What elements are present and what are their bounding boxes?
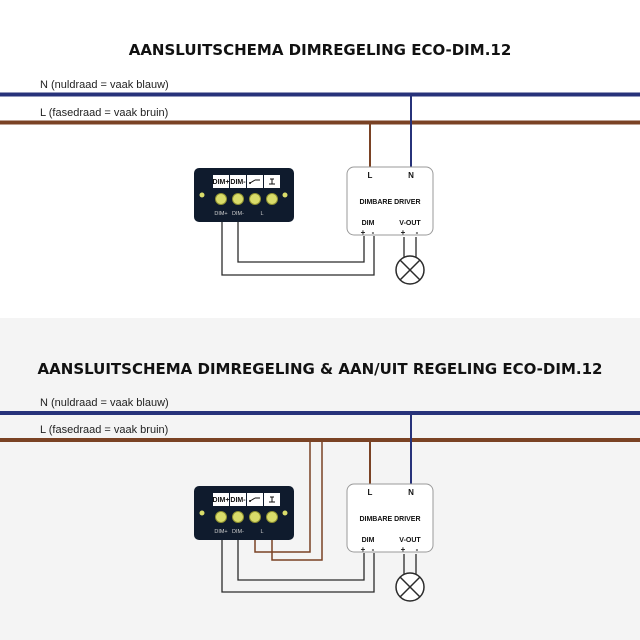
screw-terminal-dim-minus (232, 511, 244, 523)
eco-dim12-module: DIM+ DIM- DIM+ DIM- L (194, 486, 294, 540)
screw-terminal-switch (249, 511, 261, 523)
module-mounting-dot-left (199, 192, 205, 198)
screw-terminal-dim-plus (215, 511, 227, 523)
driver-vout-plus: + (401, 228, 406, 237)
driver-terminal-n: N (408, 488, 414, 497)
driver-dim-label: DIM (362, 537, 375, 544)
driver-vout-minus: - (416, 228, 419, 237)
screw-terminal-pushbutton (266, 511, 278, 523)
lamp-icon (395, 572, 425, 602)
terminal-dim-minus (230, 175, 246, 188)
screw-terminal-pushbutton (266, 193, 278, 205)
diagram-title: AANSLUITSCHEMA DIMREGELING & AAN/UIT REG… (38, 360, 603, 378)
diagram-title: AANSLUITSCHEMA DIMREGELING ECO-DIM.12 (129, 41, 512, 59)
driver-dim-plus: + (361, 228, 366, 237)
dim-plus-control-wire (237, 524, 365, 581)
driver-title: DIMBARE DRIVER (359, 199, 420, 206)
driver-dim-minus: - (372, 545, 375, 554)
screw-terminal-switch (249, 193, 261, 205)
pushbutton-icon (269, 178, 275, 185)
under-label-dim-plus: DIM+ (214, 211, 227, 217)
dim-plus-control-wire (237, 206, 365, 263)
dimmable-driver: L N DIMBARE DRIVER DIM V-OUT + - + - (346, 483, 434, 554)
driver-vout-label: V-OUT (399, 220, 421, 227)
neutral-wire-label: N (nuldraad = vaak blauw) (40, 79, 169, 91)
under-label-l: L (260, 529, 263, 535)
neutral-wire-label: N (nuldraad = vaak blauw) (40, 397, 169, 409)
driver-box (346, 483, 434, 553)
driver-box (346, 166, 434, 236)
terminal-dim-plus (213, 175, 229, 188)
driver-terminal-l: L (368, 488, 373, 497)
diagram-dimming: AANSLUITSCHEMA DIMREGELING ECO-DIM.12 N … (0, 41, 640, 285)
module-mounting-dot-right (282, 192, 288, 198)
driver-terminal-l: L (368, 171, 373, 180)
under-label-dim-minus: DIM- (232, 211, 244, 217)
screw-terminal-dim-minus (232, 193, 244, 205)
terminal-switch (247, 493, 263, 506)
phase-wire-label: L (fasedraad = vaak bruin) (40, 424, 168, 436)
top-panel-background (0, 0, 640, 318)
driver-terminal-n: N (408, 171, 414, 180)
driver-vout-plus: + (401, 545, 406, 554)
module-mounting-dot-right (282, 510, 288, 516)
lamp-icon (395, 255, 425, 285)
switch-icon (249, 497, 260, 502)
dim-minus-control-wire (221, 206, 375, 276)
terminal-dim-plus-label: DIM+ (213, 497, 230, 504)
eco-dim12-module: DIM+ DIM- DIM+ DIM- L (194, 168, 294, 222)
terminal-dim-minus-label: DIM- (230, 179, 246, 186)
driver-vout-label: V-OUT (399, 537, 421, 544)
driver-dim-label: DIM (362, 220, 375, 227)
driver-title: DIMBARE DRIVER (359, 516, 420, 523)
bottom-panel-background (0, 318, 640, 640)
under-label-l: L (260, 211, 263, 217)
terminal-switch (247, 175, 263, 188)
pushbutton-icon (269, 496, 275, 503)
under-label-dim-minus: DIM- (232, 529, 244, 535)
under-label-dim-plus: DIM+ (214, 529, 227, 535)
terminal-dim-plus-label: DIM+ (213, 179, 230, 186)
screw-terminal-dim-plus (215, 193, 227, 205)
dim-minus-control-wire (221, 524, 375, 593)
terminal-dim-minus (230, 493, 246, 506)
terminal-dim-minus-label: DIM- (230, 497, 246, 504)
dimmable-driver: L N DIMBARE DRIVER DIM V-OUT + - + - (346, 166, 434, 237)
module-mounting-dot-left (199, 510, 205, 516)
pushbutton-phase-wire (271, 442, 323, 561)
driver-dim-plus: + (361, 545, 366, 554)
diagram-dimming-and-onoff: AANSLUITSCHEMA DIMREGELING & AAN/UIT REG… (0, 360, 640, 602)
terminal-dim-plus (213, 493, 229, 506)
driver-dim-minus: - (372, 228, 375, 237)
driver-vout-minus: - (416, 545, 419, 554)
switch-icon (249, 179, 260, 184)
phase-wire-label: L (fasedraad = vaak bruin) (40, 107, 168, 119)
